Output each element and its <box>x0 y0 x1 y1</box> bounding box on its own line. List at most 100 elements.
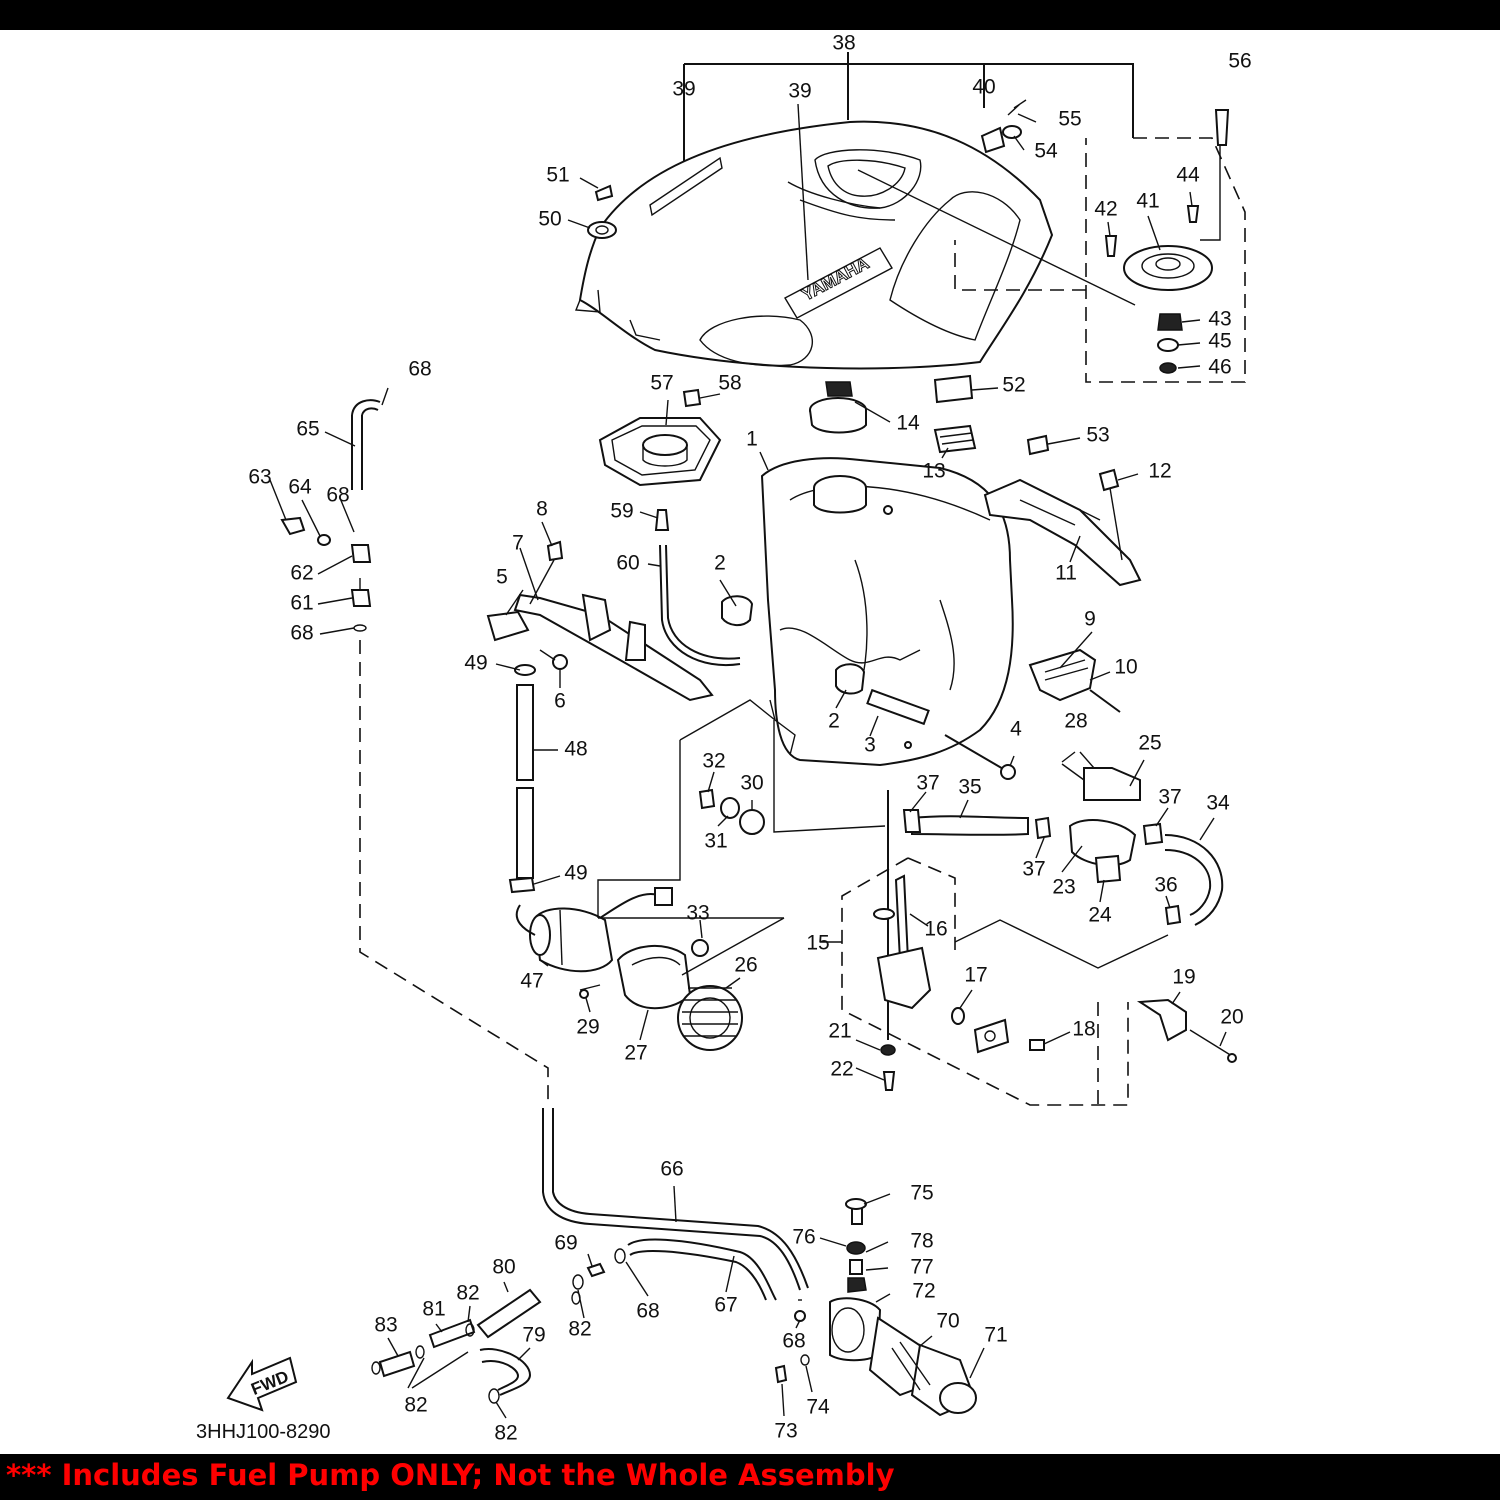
callout-39: 39 <box>788 80 811 103</box>
callout-10: 10 <box>1114 656 1137 679</box>
callout-30: 30 <box>740 772 763 795</box>
gasket-57 <box>598 388 722 487</box>
callout-9: 9 <box>1084 608 1096 631</box>
callout-48: 48 <box>564 738 587 761</box>
callout-31: 31 <box>704 830 727 853</box>
callout-14: 14 <box>896 412 920 435</box>
fuel-pump-assembly <box>515 887 743 1051</box>
callout-19: 19 <box>1172 966 1195 989</box>
leader-lines <box>269 103 1227 1419</box>
callout-82: 82 <box>568 1318 591 1341</box>
callout-77: 77 <box>910 1256 933 1279</box>
forward-direction-arrow: FWD <box>226 1356 298 1412</box>
callout-80: 80 <box>492 1256 515 1279</box>
fuel-filter-26 <box>677 985 743 1051</box>
vent-hose-left <box>280 399 549 1105</box>
callout-2: 2 <box>714 552 726 575</box>
callout-6: 6 <box>554 690 566 713</box>
callout-29: 29 <box>576 1016 599 1039</box>
callout-7: 7 <box>512 532 524 555</box>
callout-68: 68 <box>782 1330 805 1353</box>
callout-57: 57 <box>650 372 673 395</box>
callout-82: 82 <box>494 1422 517 1445</box>
callout-17: 17 <box>964 964 987 987</box>
callout-37: 37 <box>916 772 939 795</box>
callout-43: 43 <box>1208 308 1231 331</box>
callout-25: 25 <box>1138 732 1161 755</box>
exploded-parts-diagram: YAMAHA <box>0 30 1500 1454</box>
callout-65: 65 <box>296 418 319 441</box>
callout-44: 44 <box>1176 164 1200 187</box>
callout-11: 11 <box>1055 562 1077 585</box>
callout-20: 20 <box>1220 1006 1243 1029</box>
callout-33: 33 <box>686 902 709 925</box>
callout-28: 28 <box>1064 710 1087 733</box>
callout-58: 58 <box>718 372 741 395</box>
callout-47: 47 <box>520 970 543 993</box>
callout-40: 40 <box>972 76 995 99</box>
callout-64: 64 <box>288 476 312 499</box>
callout-32: 32 <box>702 750 725 773</box>
diagram-svg: YAMAHA <box>196 32 1252 1445</box>
callout-63: 63 <box>248 466 271 489</box>
callout-15: 15 <box>806 932 829 955</box>
callout-18: 18 <box>1072 1018 1095 1041</box>
callout-45: 45 <box>1208 330 1231 353</box>
callout-61: 61 <box>290 592 313 615</box>
callout-1: 1 <box>746 428 758 451</box>
callout-62: 62 <box>290 562 313 585</box>
cover-hardware <box>587 99 1027 239</box>
callout-68: 68 <box>290 622 313 645</box>
callout-labels: 1 2 2 3 4 5 6 7 8 9 10 11 12 13 14 15 16… <box>248 32 1251 1445</box>
callout-37: 37 <box>1022 858 1045 881</box>
pump-assembly-bottom <box>774 1198 977 1417</box>
callout-78: 78 <box>910 1230 933 1253</box>
callout-82: 82 <box>456 1282 479 1305</box>
callout-34: 34 <box>1206 792 1230 815</box>
callout-83: 83 <box>374 1314 397 1337</box>
callout-81: 81 <box>422 1298 445 1321</box>
callout-27: 27 <box>624 1042 647 1065</box>
callout-68: 68 <box>408 358 431 381</box>
callout-50: 50 <box>538 208 561 231</box>
callout-23: 23 <box>1052 876 1075 899</box>
fuel-tank <box>760 457 1014 767</box>
callout-49: 49 <box>564 862 587 885</box>
callout-66: 66 <box>660 1158 683 1181</box>
callout-79: 79 <box>522 1324 545 1347</box>
callout-26: 26 <box>734 954 757 977</box>
callout-76: 76 <box>792 1226 815 1249</box>
callout-73: 73 <box>774 1420 797 1443</box>
callout-52: 52 <box>1002 374 1025 397</box>
callout-21: 21 <box>828 1020 851 1043</box>
tank-cover: YAMAHA <box>574 120 1054 370</box>
fuel-line-group <box>597 699 1224 976</box>
callout-72: 72 <box>912 1280 935 1303</box>
callout-60: 60 <box>616 552 639 575</box>
callout-39: 39 <box>672 78 695 101</box>
callout-69: 69 <box>554 1232 577 1255</box>
callout-42: 42 <box>1094 198 1117 221</box>
callout-8: 8 <box>536 498 548 521</box>
left-bracket <box>486 540 714 702</box>
footer-notice: *** Includes Fuel Pump ONLY; Not the Who… <box>6 1458 895 1492</box>
callout-2: 2 <box>828 710 840 733</box>
group-bracket-38 <box>683 52 1134 168</box>
leader-cap-center <box>857 169 1136 306</box>
callout-53: 53 <box>1086 424 1109 447</box>
callout-5: 5 <box>496 566 508 589</box>
callout-36: 36 <box>1154 874 1177 897</box>
callout-59: 59 <box>610 500 633 523</box>
callout-46: 46 <box>1208 356 1231 379</box>
callout-71: 71 <box>984 1324 1007 1347</box>
callout-67: 67 <box>714 1294 737 1317</box>
callout-3: 3 <box>864 734 876 757</box>
callout-35: 35 <box>958 776 981 799</box>
fwd-label: FWD <box>248 1367 291 1399</box>
diagram-part-code: 3HHJ100-8290 <box>196 1421 331 1443</box>
footer-banner: *** Includes Fuel Pump ONLY; Not the Who… <box>0 1454 1500 1500</box>
callout-74: 74 <box>806 1396 830 1419</box>
callout-24: 24 <box>1088 904 1112 927</box>
callout-41: 41 <box>1136 190 1159 213</box>
callout-37: 37 <box>1158 786 1181 809</box>
